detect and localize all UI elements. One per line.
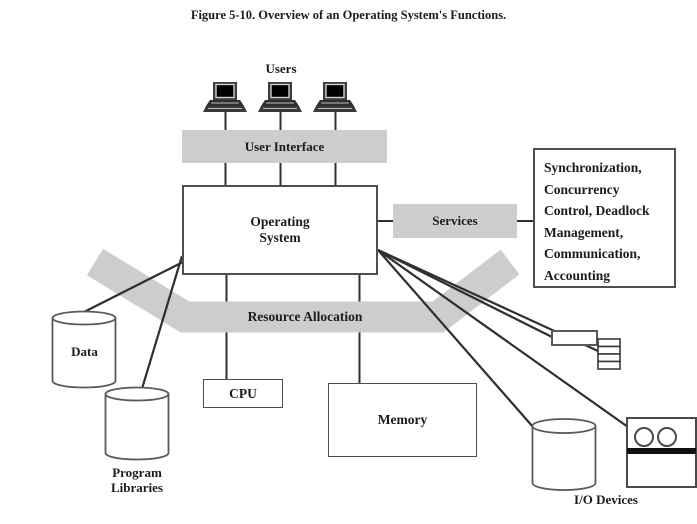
program-libraries-label: Program Libraries	[111, 465, 163, 495]
tape-cartridge-icon	[551, 330, 598, 346]
tape-reel-unit-icon	[626, 417, 697, 488]
services-detail-line: Management,	[544, 224, 624, 240]
io-devices-label: I/O Devices	[574, 492, 638, 507]
laptop-icon	[313, 82, 357, 112]
cpu-label: CPU	[229, 385, 257, 401]
services-detail-line: Control, Deadlock	[544, 203, 650, 218]
resource-allocation-label: Resource Allocation	[247, 309, 363, 324]
connector-line-os-data	[79, 261, 184, 315]
operating-system-label: Operating System	[250, 214, 310, 245]
data-store-label: Data	[71, 344, 98, 359]
users-label: Users	[265, 61, 297, 76]
users-laptops	[203, 82, 357, 112]
connector-line-os-tapeunit	[377, 249, 629, 428]
user-interface-label: User Interface	[244, 138, 325, 154]
user-interface-bar: User Interface	[182, 130, 387, 163]
memory-box: Memory	[328, 383, 477, 457]
disk-stack-icon	[597, 338, 621, 370]
io-disk-cylinder-icon	[531, 418, 597, 491]
connector-line-os-proglib	[139, 255, 184, 393]
figure-title: Figure 5-10. Overview of an Operating Sy…	[190, 8, 507, 22]
operating-system-box: Operating System	[182, 185, 378, 275]
services-detail-line: Synchronization,	[544, 160, 642, 175]
laptop-icon	[203, 82, 247, 112]
program-libraries-cylinder-icon	[104, 386, 170, 461]
services-detail-box: Synchronization, Concurrency Control, De…	[533, 148, 676, 288]
connector-line-ui-os	[224, 163, 337, 185]
services-detail-line: Communication,	[544, 246, 641, 261]
services-detail-line: Concurrency	[544, 181, 620, 197]
services-label: Services	[432, 213, 478, 228]
resource-allocation-band	[86, 248, 520, 333]
cpu-box: CPU	[203, 379, 283, 408]
data-cylinder-icon	[51, 310, 117, 389]
laptop-icon	[258, 82, 302, 112]
connector-line-os-iodisk	[377, 249, 534, 428]
services-bar: Services	[393, 204, 517, 238]
memory-label: Memory	[377, 412, 428, 427]
connector-line-users	[224, 112, 337, 130]
services-detail-line: Accounting	[544, 267, 611, 283]
